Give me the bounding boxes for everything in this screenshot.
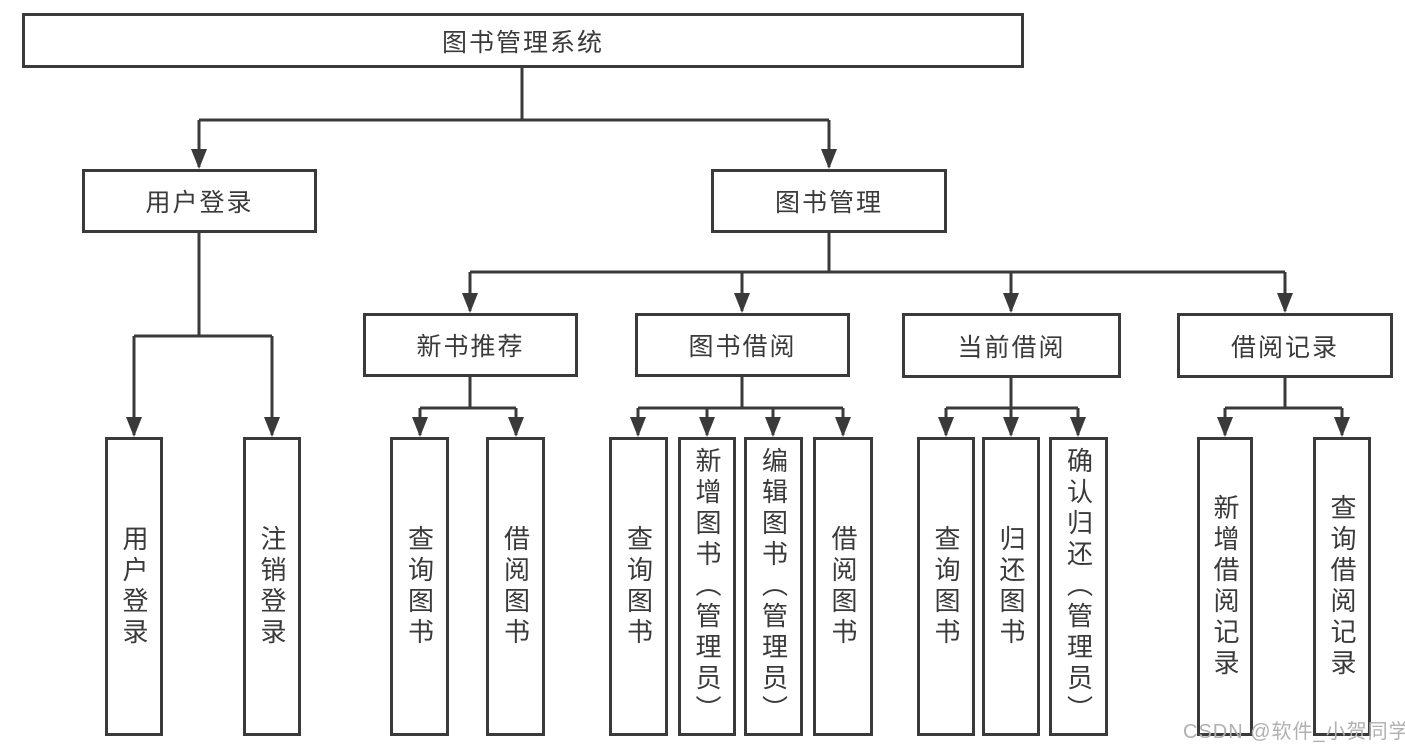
node-new-book-recommend-label: 新书推荐 — [416, 333, 525, 361]
node-book-borrow: 图书借阅 — [635, 313, 850, 377]
leaf-return-book: 归还图书 — [982, 437, 1040, 736]
leaf-borrow-book: 借阅图书 — [813, 437, 873, 736]
leaf-query-book: 查询图书 — [390, 437, 449, 736]
leaf-query-book: 查询图书 — [609, 437, 668, 736]
node-library-system: 图书管理系统 — [22, 13, 1024, 68]
node-current-borrow: 当前借阅 — [902, 313, 1121, 378]
leaf-query-borrow-record: 查询借阅记录 — [1313, 437, 1371, 736]
leaf-add-borrow-record: 新增借阅记录 — [1197, 437, 1253, 736]
leaf-query-book-label: 查询图书 — [623, 524, 654, 649]
node-current-borrow-label: 当前借阅 — [957, 333, 1066, 362]
leaf-query-borrow-record-label: 查询借阅记录 — [1327, 493, 1357, 680]
node-book-management-label: 图书管理 — [774, 189, 883, 217]
node-borrow-record: 借阅记录 — [1177, 313, 1393, 378]
leaf-user-login: 用户登录 — [105, 437, 163, 736]
node-book-management: 图书管理 — [711, 169, 947, 233]
leaf-logout-label: 注销登录 — [257, 524, 287, 649]
leaf-add-borrow-record-label: 新增借阅记录 — [1210, 493, 1240, 680]
leaf-edit-book-admin-label: 编辑图书（管理员） — [758, 447, 789, 726]
leaf-return-book-label: 归还图书 — [996, 524, 1026, 649]
leaf-query-book-label: 查询图书 — [404, 524, 435, 649]
leaf-user-login-label: 用户登录 — [119, 524, 149, 649]
leaf-add-book-admin: 新增图书（管理员） — [678, 437, 736, 736]
leaf-confirm-return-admin-label: 确认归还（管理员） — [1063, 447, 1094, 726]
node-book-borrow-label: 图书借阅 — [688, 333, 797, 361]
leaf-confirm-return-admin: 确认归还（管理员） — [1049, 437, 1108, 736]
leaf-edit-book-admin: 编辑图书（管理员） — [744, 437, 803, 736]
leaf-borrow-book: 借阅图书 — [486, 437, 545, 736]
node-user-login-label: 用户登录 — [145, 189, 254, 217]
node-borrow-record-label: 借阅记录 — [1230, 333, 1339, 362]
leaf-query-book-label: 查询图书 — [931, 524, 961, 649]
csdn-watermark: CSDN @软件_小贺同学 — [1183, 721, 1405, 743]
arrowheads — [126, 149, 1350, 437]
leaf-add-book-admin-label: 新增图书（管理员） — [692, 447, 722, 726]
leaf-borrow-book-label: 借阅图书 — [828, 524, 858, 649]
leaf-logout: 注销登录 — [243, 437, 301, 736]
node-library-system-label: 图书管理系统 — [441, 28, 604, 57]
leaf-borrow-book-label: 借阅图书 — [500, 524, 531, 649]
node-user-login: 用户登录 — [82, 169, 317, 233]
node-new-book-recommend: 新书推荐 — [363, 313, 578, 377]
leaf-query-book: 查询图书 — [917, 437, 975, 736]
connector-paths — [132, 68, 1344, 435]
